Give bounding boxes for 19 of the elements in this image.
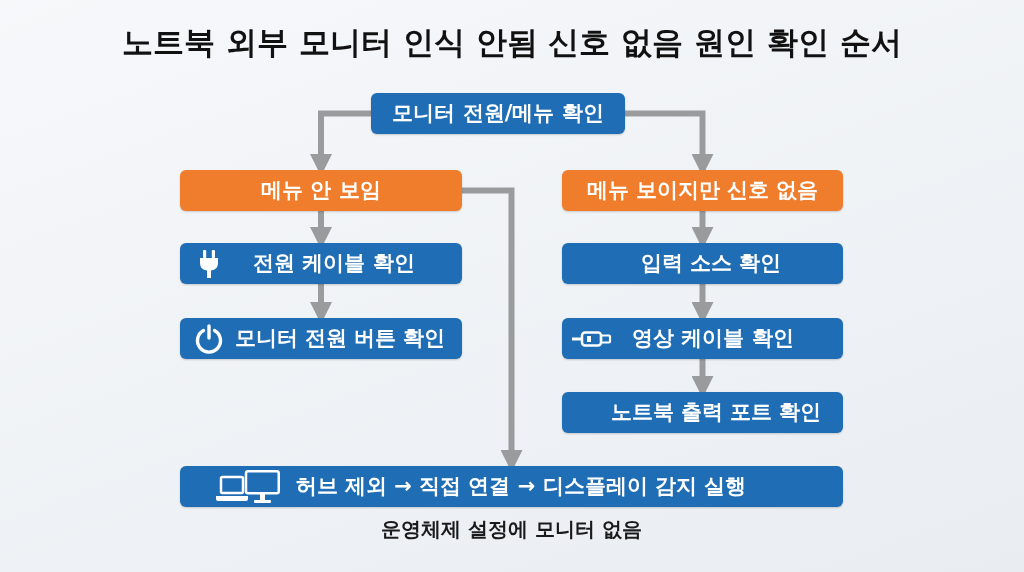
condition-box: [562, 170, 843, 211]
step-label: 모니터 전원/메뉴 확인: [392, 100, 604, 127]
step-label: 메뉴 보이지만 신호 없음: [586, 177, 819, 204]
step-label: 메뉴 안 보임: [261, 177, 381, 204]
process-box: [562, 243, 843, 284]
condition-box: [180, 170, 462, 211]
step-label: 입력 소스 확인: [640, 250, 782, 277]
step-label: 모니터 전원 버튼 확인: [234, 325, 446, 352]
step-label: 영상 케이블 확인: [632, 325, 794, 352]
caption-text: 운영체제 설정에 모니터 없음: [381, 517, 642, 541]
step-label: 전원 케이블 확인: [253, 250, 415, 277]
process-box: [371, 93, 625, 134]
process-box: [180, 243, 462, 284]
process-box: [562, 318, 843, 359]
title: 노트북 외부 모니터 인식 안됨 신호 없음 원인 확인 순서: [122, 24, 902, 62]
process-box: [562, 392, 843, 433]
process-box: [180, 318, 462, 359]
step-label: 허브 제외 → 직접 연결 → 디스플레이 감지 실행: [295, 473, 747, 500]
step-label: 노트북 출력 포트 확인: [610, 399, 822, 426]
